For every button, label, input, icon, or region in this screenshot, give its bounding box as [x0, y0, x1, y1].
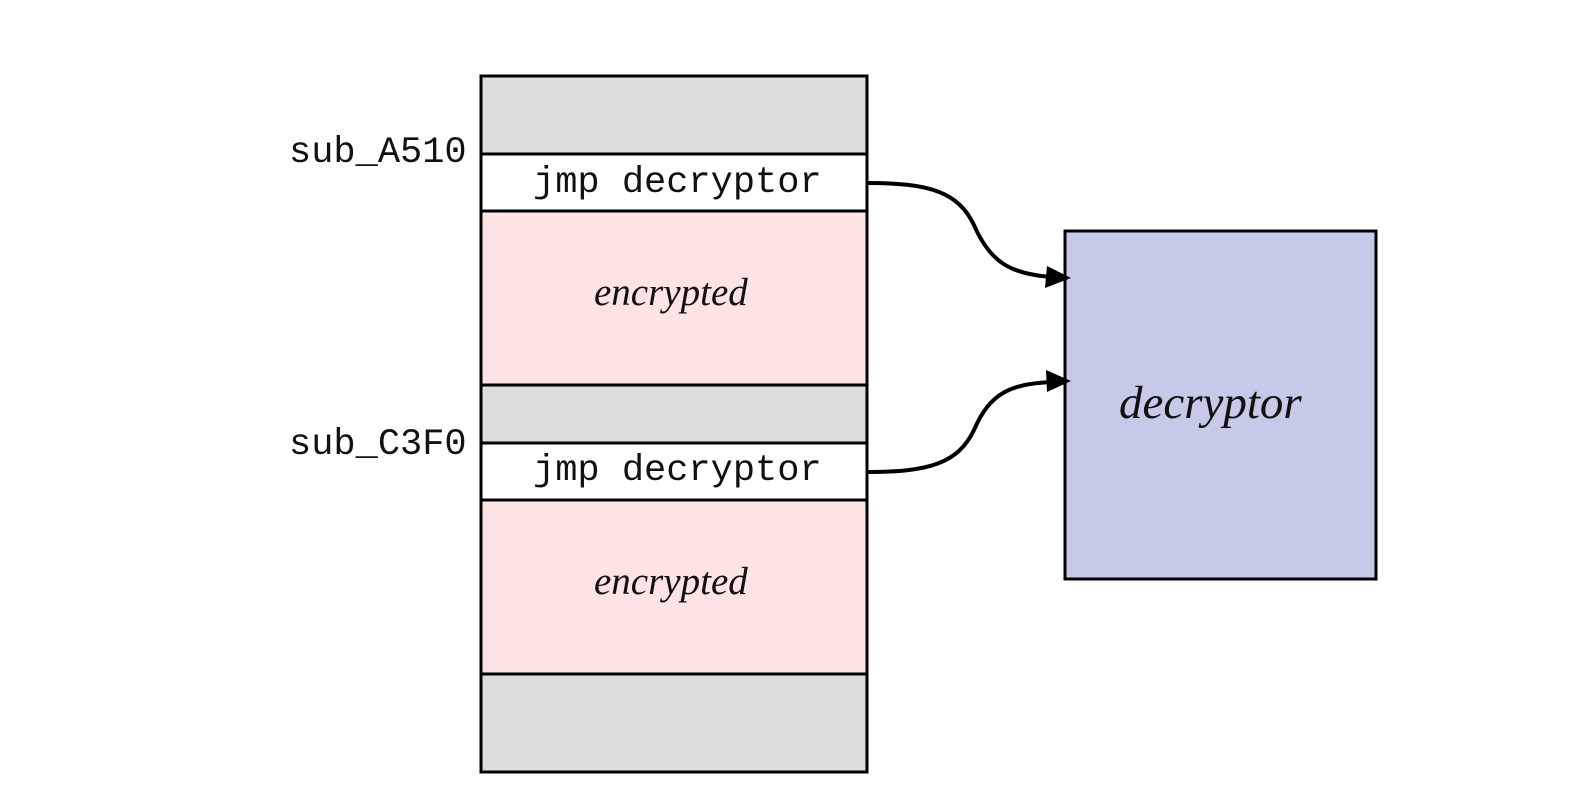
jmp-label-2: jmp decryptor — [533, 450, 822, 492]
gray-block-bottom — [479, 672, 869, 774]
decryptor-label: decryptor — [1119, 377, 1302, 429]
gray-block-middle — [479, 383, 869, 445]
arrowhead-1 — [1045, 266, 1071, 288]
decryptor-box — [1063, 229, 1378, 581]
label-sub-c3f0: sub_C3F0 — [289, 424, 467, 466]
arrow-jmp2-to-decryptor — [866, 380, 1053, 474]
encrypted-label-2: encrypted — [594, 560, 748, 603]
encrypted-label-1: encrypted — [594, 271, 748, 314]
jmp-block-1 — [479, 152, 869, 213]
encrypted-block-1 — [479, 209, 869, 387]
label-sub-a510: sub_A510 — [289, 132, 467, 174]
gray-block-top — [479, 74, 869, 156]
jmp-label-1: jmp decryptor — [533, 162, 822, 204]
arrow-jmp1-to-decryptor — [866, 181, 1053, 279]
encrypted-block-2 — [479, 498, 869, 676]
arrowhead-2 — [1046, 370, 1071, 392]
